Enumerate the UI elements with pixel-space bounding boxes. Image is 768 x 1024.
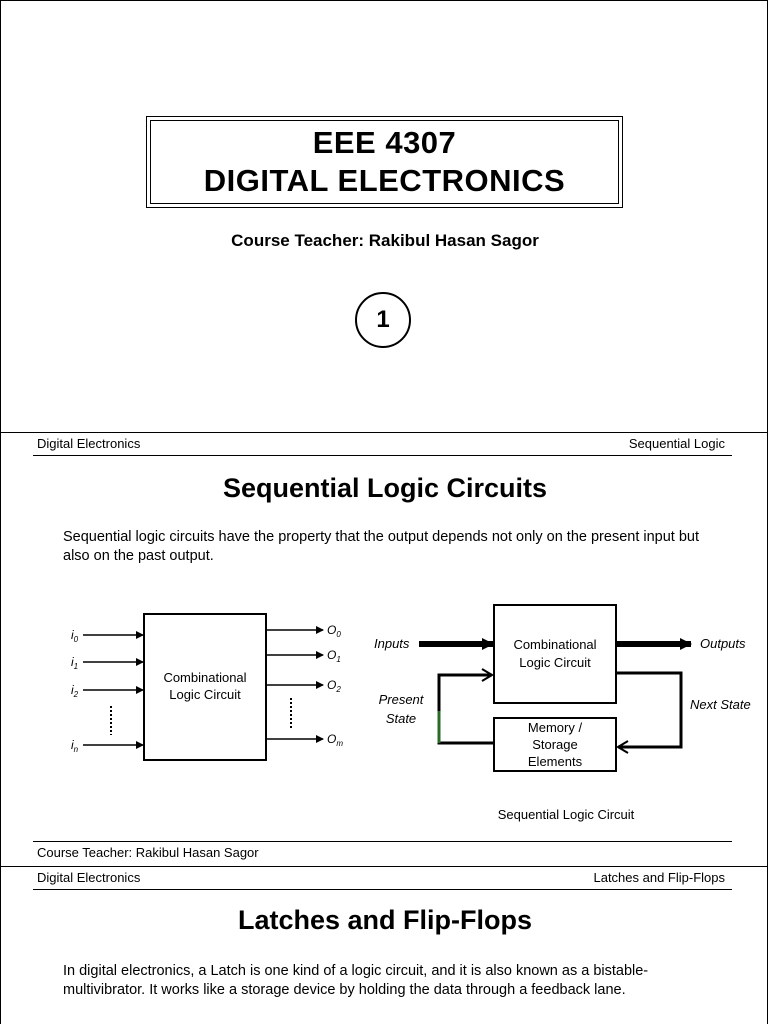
header-left: Digital Electronics [37,870,141,885]
svg-text:O1: O1 [327,648,341,664]
svg-text:O0: O0 [327,623,341,639]
comb-label-line1: Combinational [513,637,596,652]
output-label: O [327,648,336,662]
input-sub: 1 [74,662,78,671]
output-sub: m [336,739,343,748]
input-sub: 0 [74,635,79,644]
sequential-diagram: Combinational Logic Circuit Memory / Sto… [374,604,751,822]
memory-label-line3: Elements [528,754,583,769]
course-teacher: Course Teacher: Rakibul Hasan Sagor [231,231,539,250]
combinational-diagram: Combinational Logic Circuit i0 i1 i2 in … [71,613,343,761]
next-state-label: Next State [690,697,751,712]
output-label: O [327,732,336,746]
header-rule [33,455,732,456]
slide-title: Sequential Logic Circuits [222,473,548,503]
sequential-logic-slide: Digital Electronics Sequential Logic Seq… [0,433,768,867]
input-label: i [71,655,74,669]
input-sub: n [74,745,79,754]
inputs-label: Inputs [374,636,410,651]
memory-label-line1: Memory / [528,720,583,735]
svg-text:in: in [71,738,79,754]
output-label: O [327,623,336,637]
input-label: i [71,628,74,642]
diagram-caption: Sequential Logic Circuit [498,807,635,822]
footer-text: Course Teacher: Rakibul Hasan Sagor [37,845,259,860]
present-state-path [437,675,493,745]
combinational-block [493,604,617,704]
output-sub: 2 [335,685,341,694]
input-label: i [71,683,74,697]
page-number: 1 [355,292,411,348]
outputs-label: Outputs [700,636,746,651]
input-sub: 2 [73,690,79,699]
body-text: In digital electronics, a Latch is one k… [63,963,649,998]
svg-text:Om: Om [327,732,343,748]
output-sub: 1 [336,655,340,664]
output-label: O [327,678,336,692]
title-slide: EEE 4307 DIGITAL ELECTRONICS Course Teac… [0,0,768,433]
memory-block [493,717,617,772]
block-label-line1: Combinational [163,670,246,685]
header-right: Sequential Logic [628,436,725,451]
header-rule [33,889,732,890]
memory-label-line2: Storage [532,737,578,752]
latches-slide: Digital Electronics Latches and Flip-Flo… [0,867,768,1024]
svg-text:O2: O2 [327,678,341,694]
header-left: Digital Electronics [37,436,141,451]
title-box: EEE 4307 DIGITAL ELECTRONICS [146,116,623,208]
present-state-line1: Present [379,692,425,707]
svg-text:i1: i1 [71,655,78,671]
slide-title: Latches and Flip-Flops [237,905,533,935]
present-state-line2: State [386,711,416,726]
svg-text:i2: i2 [71,683,79,699]
input-label: i [71,738,74,752]
next-state-path [617,671,683,747]
svg-text:i0: i0 [71,628,79,644]
footer-rule [33,841,732,842]
body-text: Sequential logic circuits have the prope… [63,529,700,564]
comb-label-line2: Logic Circuit [519,655,591,670]
output-sub: 0 [336,630,341,639]
header-right: Latches and Flip-Flops [593,870,725,885]
course-code: EEE 4307 [312,125,457,160]
combinational-block [143,613,267,761]
block-label-line2: Logic Circuit [169,687,241,702]
course-name: DIGITAL ELECTRONICS [203,163,566,198]
